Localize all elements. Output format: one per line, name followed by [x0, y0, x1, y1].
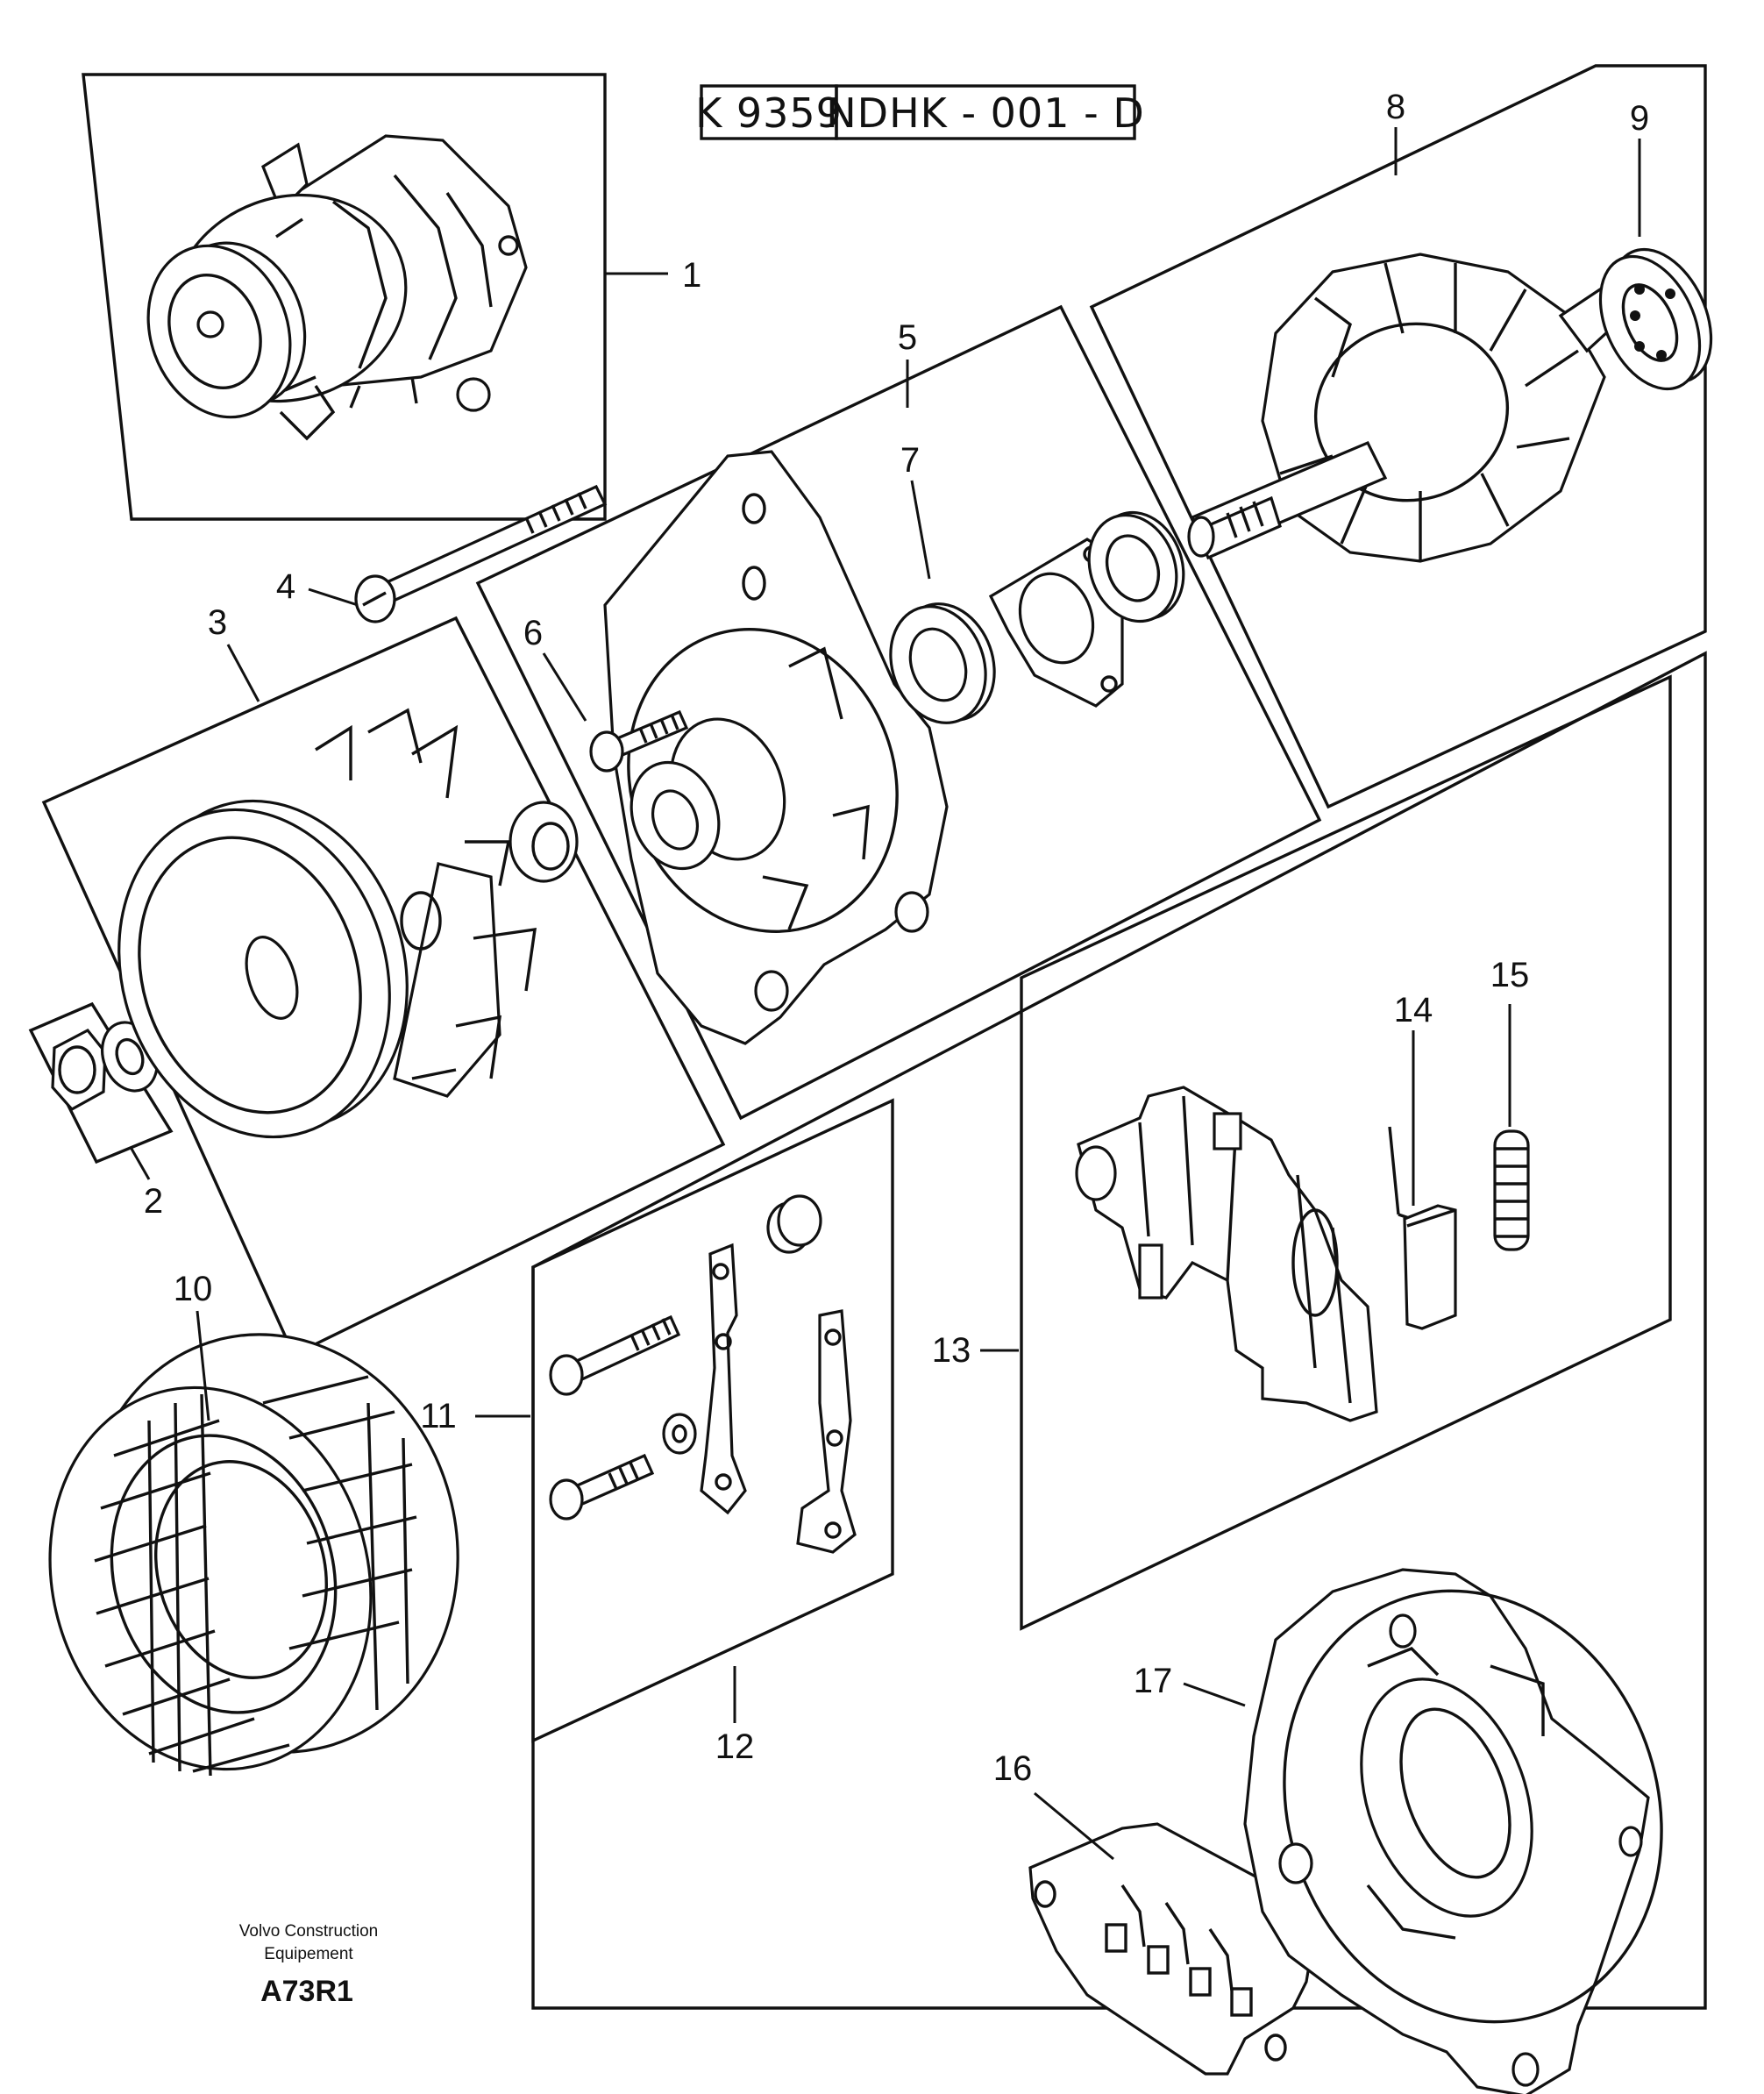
callout-3: 3: [208, 603, 227, 642]
leader-10: [196, 1310, 210, 1421]
leader-17: [1183, 1682, 1246, 1707]
rectifier-part: [1028, 1822, 1317, 2076]
leader-4: [308, 588, 359, 607]
front-end-frame-part: [603, 450, 949, 1045]
leader-6: [542, 652, 587, 722]
rear-bearing-part: [1598, 247, 1713, 391]
callout-16: 16: [993, 1749, 1033, 1788]
alternator-assembly-part: [146, 134, 528, 441]
footer-drawing-id: A73R1: [260, 1975, 353, 2008]
screw-part: [589, 709, 689, 773]
bearing-retainer-part: [889, 510, 1185, 724]
stator-part: [48, 1333, 459, 1777]
leader-2: [130, 1148, 151, 1180]
leader-16: [1034, 1791, 1114, 1861]
footer-brand-line1: Volvo Construction: [239, 1922, 378, 1941]
callout-8: 8: [1386, 88, 1405, 126]
long-bolt-part: [354, 484, 608, 623]
callout-12: 12: [715, 1727, 755, 1766]
rotor-part: [1187, 253, 1642, 563]
drawing-code: NDHK - 001 - D: [826, 89, 1145, 137]
callout-4: 4: [276, 567, 295, 606]
nut-washer-part: [51, 1021, 159, 1112]
panel-screws-plates: [531, 1098, 894, 1743]
callout-10: 10: [174, 1270, 213, 1308]
callout-17: 17: [1134, 1662, 1173, 1700]
callout-2: 2: [144, 1182, 163, 1221]
callout-14: 14: [1394, 991, 1433, 1029]
pulley-fan-part: [117, 708, 579, 1139]
callout-15: 15: [1490, 956, 1530, 994]
brush-part: [1388, 1126, 1457, 1330]
callout-6: 6: [523, 614, 543, 652]
leader-7: [910, 480, 931, 580]
panel-alternator-assembly: [82, 73, 607, 521]
leader-3: [226, 644, 260, 702]
callout-13: 13: [932, 1331, 971, 1370]
callout-9: 9: [1630, 99, 1649, 138]
panel-rear-assembly: [531, 651, 1707, 2010]
screws-plates-part: [549, 1194, 857, 1554]
spring-part: [1493, 1129, 1530, 1251]
panel-brush-holder: [1020, 674, 1672, 1631]
footer-brand-line2: Equipement: [264, 1945, 353, 1963]
callout-7: 7: [900, 441, 920, 480]
callout-5: 5: [898, 318, 917, 357]
footer-brand: Volvo Construction Equipement A73R1: [239, 1922, 378, 2008]
panel-pulley-fan: [41, 616, 726, 1357]
callout-1: 1: [682, 256, 701, 295]
catalog-ref: K 9359: [695, 89, 843, 137]
rear-end-shield-part: [1243, 1568, 1663, 2094]
callout-11: 11: [420, 1397, 457, 1435]
header-code-box: K 9359 NDHK - 001 - D: [695, 84, 1145, 140]
panel-nut-washer: [28, 1001, 174, 1165]
brush-holder-part: [1075, 1086, 1378, 1422]
